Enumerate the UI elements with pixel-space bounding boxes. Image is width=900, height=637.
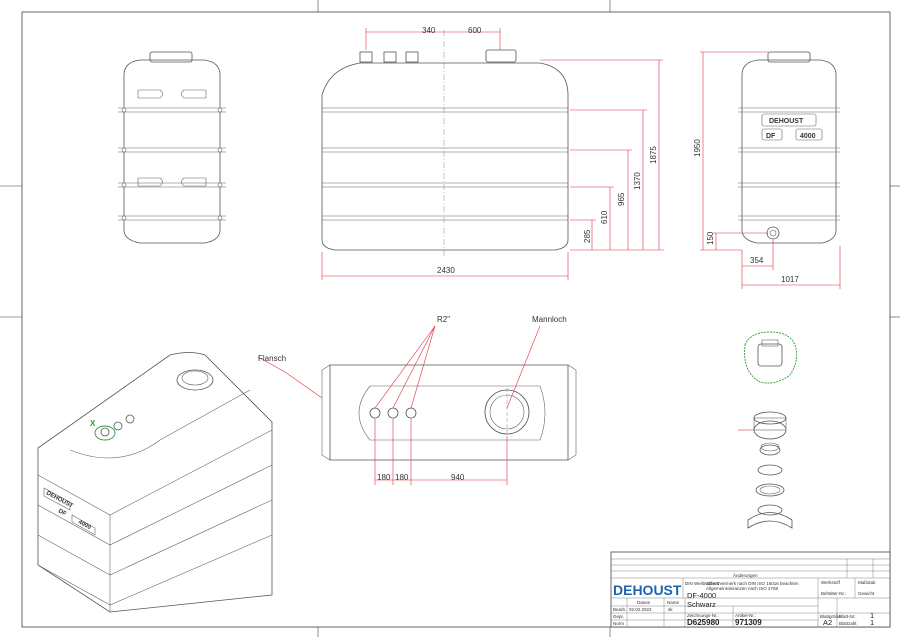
side-brand: DEHOUST [769,118,804,125]
dim-285: 285 [583,229,592,243]
top-view: R2" Mannloch 180 180 940 [321,315,577,485]
isometric-view: Flansch X DEHOUST DF 4000 [37,352,323,613]
tb-sheet-size-label: Blattgröße: [820,614,842,619]
label-x-marker: X [90,419,96,428]
dim-1950: 1950 [693,139,702,157]
tb-note-1: Schutzvermerk nach DIN ISO 16016 beachte… [706,581,799,586]
tb-sheets: 1 [870,618,874,627]
dim-180-a: 180 [377,473,391,482]
tb-color: Schwarz [687,600,716,609]
tb-sheet-size: A2 [823,618,832,627]
tb-bearb-name: sk [668,607,673,612]
tb-container-label: Behälter-Nr.: [821,591,846,596]
detail-exploded-parts [747,411,793,529]
side-model-df: DF [766,133,776,140]
dim-965: 965 [617,192,626,206]
tb-article-no: 971309 [735,618,762,627]
dim-180-b: 180 [395,473,409,482]
dim-2430: 2430 [437,266,455,275]
dim-610: 610 [600,210,609,224]
tb-row-norm: Norm [613,621,624,626]
dim-1017: 1017 [781,275,799,284]
side-view: DEHOUST DF 4000 1950 150 354 1017 [693,51,841,289]
tb-row-gepr: Gepr. [613,614,624,619]
label-manhole: Mannloch [532,315,567,324]
dim-1875: 1875 [649,146,658,164]
tb-bearb-date: 02.02.2023 [629,607,652,612]
tb-note-2: Allgemeintoleranzen nach ISO 2768 [706,586,779,591]
dim-600: 600 [468,26,482,35]
iso-brand: DEHOUST [45,490,74,509]
label-r2-top: R2" [437,315,450,324]
left-end-view [118,51,226,244]
tb-material-label: Werkstoff [821,580,841,585]
tb-sheet-no-label: Blatt-Nr.: [839,614,857,619]
label-flange: Flansch [258,354,286,363]
dim-940: 940 [451,473,465,482]
front-view: 340 600 2430 285 610 965 1370 1875 [321,26,664,280]
tb-changes-header: Änderungen [733,572,758,578]
tb-drawing-no: D625980 [687,618,720,627]
sheet-border [21,11,891,628]
iso-model-4000: 4000 [77,519,92,531]
tb-row-bearb: Bearb. [613,607,626,612]
dim-1370: 1370 [633,172,642,190]
tb-product: DF-4000 [687,591,716,600]
tb-col-datum: Datum [637,600,651,605]
title-block: Änderungen Werkstoff Maßstab Behälter-Nr… [610,551,891,628]
tb-weight-label: Gewicht [858,591,875,596]
detail-x [738,331,798,529]
dim-150: 150 [706,231,715,245]
tb-drawing-no-label: Zeichnungs-Nr.: [687,613,719,618]
tb-scale-label: Maßstab [858,580,876,585]
dehoust-logo: DEHOUST [613,582,682,598]
tb-sheet-no: 1 [870,611,874,620]
dim-354: 354 [750,256,764,265]
side-model-4000: 4000 [800,133,816,140]
dim-340: 340 [422,26,436,35]
iso-model-df: DF [57,508,67,517]
tb-article-no-label: Artikel-Nr.: [735,613,756,618]
tb-sheets-label: Blattzahl: [839,621,858,626]
tb-company-line: DIN Weiltrudbe 8 [685,581,720,586]
tb-col-name: Name [667,600,680,605]
